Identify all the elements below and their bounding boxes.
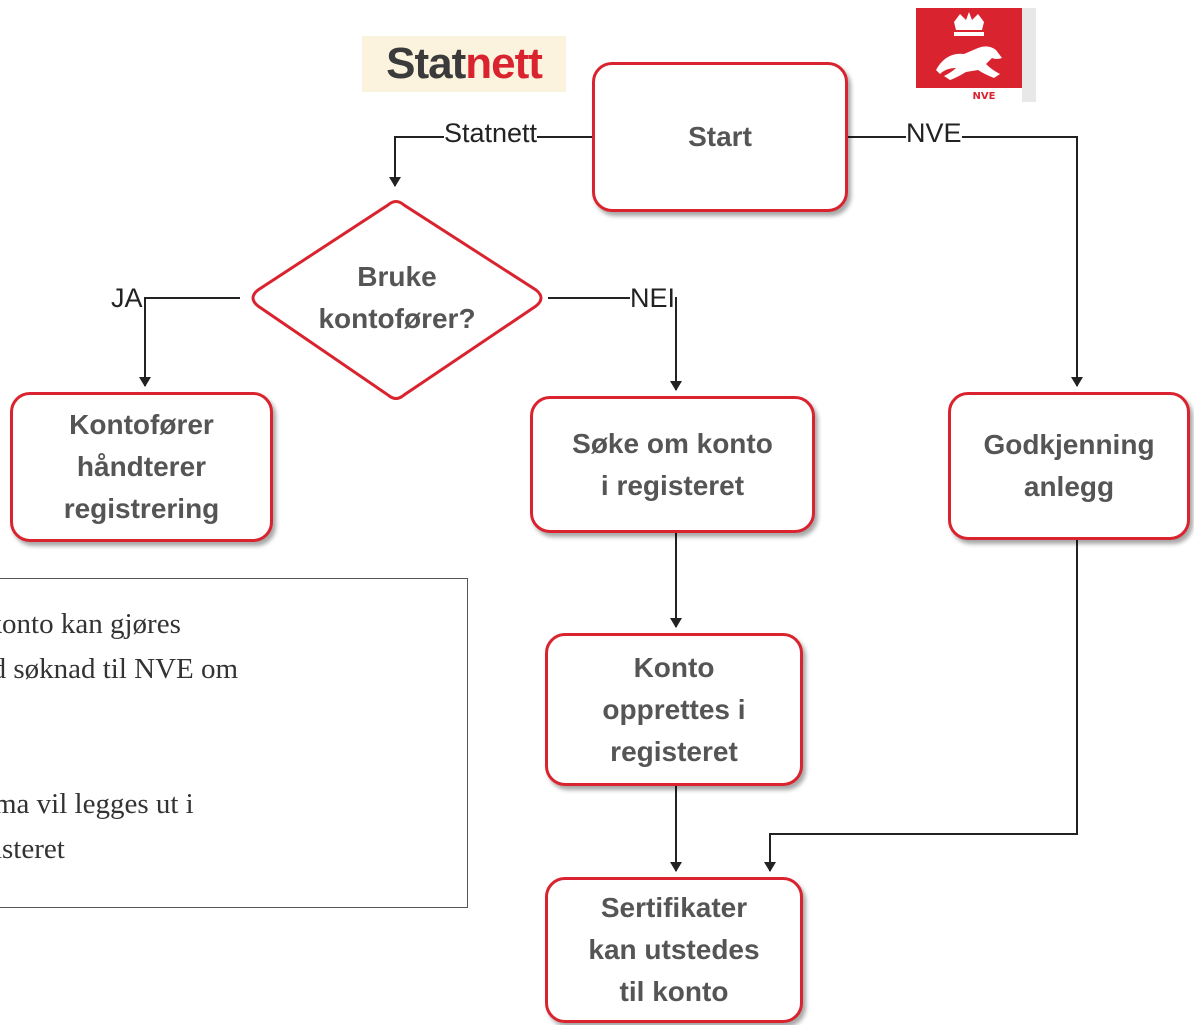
note-line-1: Søknad om konto kan gjøres [0,608,181,640]
note-box: Søknad om konto kan gjøres samtidig med … [0,578,468,908]
note-line-3: godkjenning. [0,693,449,735]
edge-label-nei: NEI [630,283,676,313]
note-line-2: samtidig med søknad til NVE om [0,653,239,685]
note-line-5: Søknadsskjema vil legges ut i [0,788,194,820]
soke-node: Søke om konto i registeret [530,396,815,533]
note-line-6: Sertifikatregisteret [0,833,65,865]
edge-label-nve: NVE [906,118,962,148]
godkjenning-node: Godkjenning anlegg [948,392,1190,540]
crown-icon [954,12,984,30]
edge-decision-ja [139,297,240,387]
sertifikater-node: Sertifikater kan utstedes til konto [545,877,803,1023]
kontoforer-node: Kontofører håndterer registrering [10,392,273,542]
decision-node-label: Bruke kontofører? [318,261,476,334]
edge-start-to-godkjenning [848,136,1083,387]
nve-logo-text: NVE [973,91,996,102]
edge-label-ja: JA [111,283,143,313]
edge-decision-nei [548,297,682,391]
start-node: Start [592,62,848,212]
horse-icon [936,46,1002,80]
edge-label-statnett: Statnett [444,118,538,148]
decision-diamond [251,200,543,400]
konto-node: Konto opprettes i registeret [545,633,803,786]
nve-logo: NVE [916,8,1036,102]
edge-godkjenning-to-sertifikater [764,540,1078,872]
